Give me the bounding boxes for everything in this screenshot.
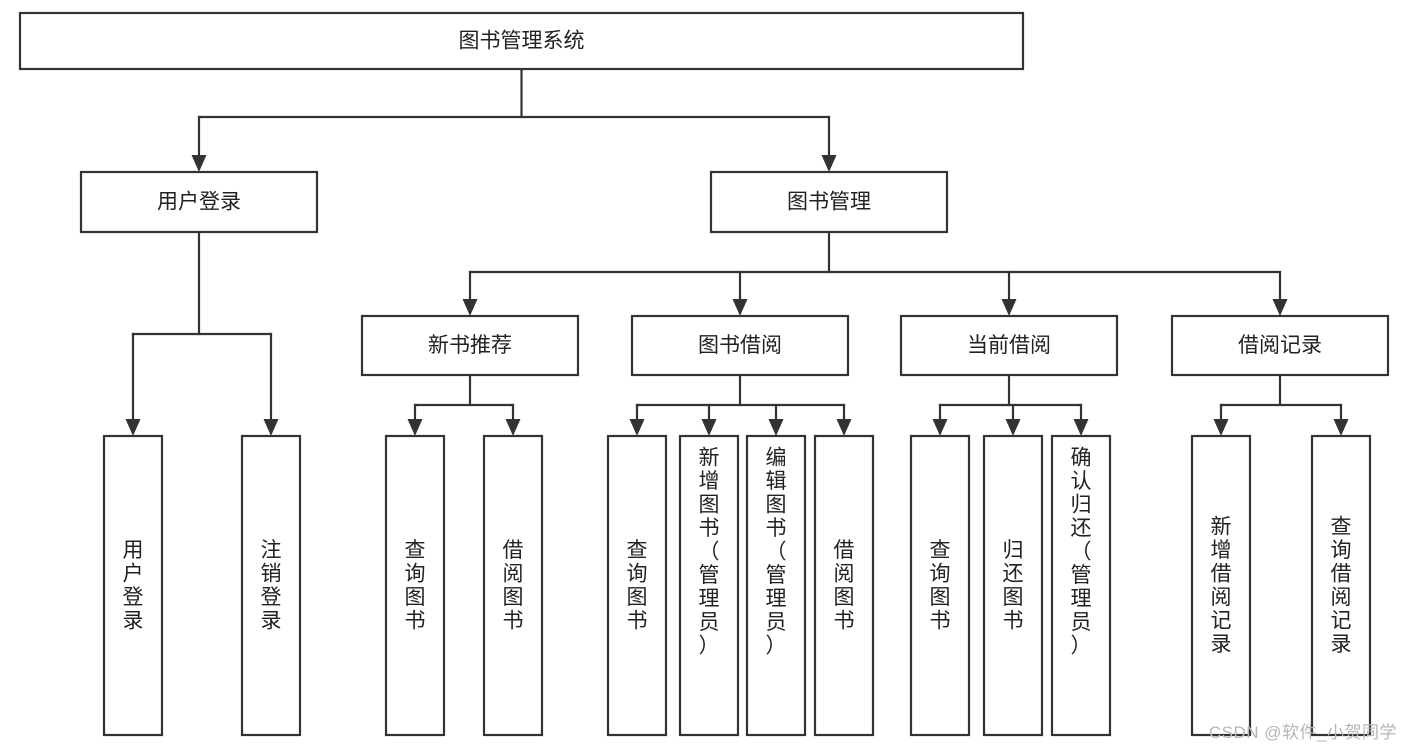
node-book-management[interactable]: 图书管理 [709,170,949,234]
node-leaf-logout[interactable]: 注销登录 [240,434,302,737]
node-book-borrow[interactable]: 图书借阅 [630,314,850,377]
node-box-leaf-return-book[interactable] [982,434,1044,737]
node-label-user-login: 用户登录 [157,191,241,214]
node-box-leaf-query-book-recommend[interactable] [384,434,446,737]
node-label-new-book-recommend: 新书推荐 [428,334,512,357]
arrow-head-leaf-query-book-recommend [407,419,423,436]
node-box-leaf-query-borrow-record[interactable] [1310,434,1372,737]
arrow-head-leaf-return-book [1005,419,1021,436]
node-leaf-query-borrow-record[interactable]: 查询借阅记录 [1310,434,1372,737]
node-box-borrow-records[interactable] [1170,314,1390,377]
node-box-leaf-query-book-current[interactable] [909,434,971,737]
node-label-leaf-add-book: 新增图书（管理员） [699,446,720,657]
arrow-head-leaf-query-book-current [932,419,948,436]
node-borrow-records[interactable]: 借阅记录 [1170,314,1390,377]
node-new-book-recommend[interactable]: 新书推荐 [360,314,580,377]
arrow-head-leaf-add-borrow-record [1213,419,1229,436]
arrow-head-book-management [821,155,837,172]
node-leaf-query-book-borrow[interactable]: 查询图书 [606,434,668,737]
node-box-root[interactable] [18,11,1025,71]
node-leaf-query-book-current[interactable]: 查询图书 [909,434,971,737]
node-label-leaf-query-borrow-record: 查询借阅记录 [1331,515,1352,656]
node-label-leaf-add-borrow-record: 新增借阅记录 [1211,515,1232,656]
arrow-head-leaf-edit-book [768,419,784,436]
node-leaf-query-book-recommend[interactable]: 查询图书 [384,434,446,737]
arrow-head-leaf-borrow-book [836,419,852,436]
node-box-user-login[interactable] [79,170,319,234]
arrow-head-current-borrow [1001,299,1017,316]
node-label-leaf-logout: 注销登录 [261,539,282,633]
arrow-head-borrow-records [1272,299,1288,316]
node-label-leaf-query-book-borrow: 查询图书 [627,539,648,633]
arrow-head-leaf-query-borrow-record [1333,419,1349,436]
node-label-leaf-borrow-book: 借阅图书 [834,539,855,633]
node-box-leaf-logout[interactable] [240,434,302,737]
node-box-leaf-user-login[interactable] [102,434,164,737]
arrow-head-leaf-add-book [701,419,717,436]
node-label-leaf-confirm-return: 确认归还（管理员） [1071,446,1092,657]
node-label-leaf-query-book-current: 查询图书 [930,539,951,633]
node-box-book-management[interactable] [709,170,949,234]
node-leaf-add-book[interactable]: 新增图书（管理员） [678,434,740,737]
arrow-head-leaf-borrow-book-recommend [505,419,521,436]
arrow-head-leaf-user-login [125,419,141,436]
nodes-layer: 图书管理系统用户登录图书管理新书推荐图书借阅当前借阅借阅记录用户登录注销登录查询… [18,11,1390,737]
node-leaf-edit-book[interactable]: 编辑图书（管理员） [745,434,807,737]
connectors-layer [125,67,1349,436]
arrow-head-new-book-recommend [462,299,478,316]
arrow-head-leaf-query-book-borrow [629,419,645,436]
node-label-leaf-borrow-book-recommend: 借阅图书 [503,539,524,633]
node-label-book-borrow: 图书借阅 [698,334,782,357]
node-label-borrow-records: 借阅记录 [1238,334,1322,357]
node-label-book-management: 图书管理 [787,191,871,214]
node-label-leaf-query-book-recommend: 查询图书 [405,539,426,633]
node-leaf-return-book[interactable]: 归还图书 [982,434,1044,737]
node-label-leaf-user-login: 用户登录 [123,539,144,633]
arrow-head-user-login [191,155,207,172]
node-leaf-confirm-return[interactable]: 确认归还（管理员） [1050,434,1112,737]
node-box-new-book-recommend[interactable] [360,314,580,377]
arrow-head-leaf-confirm-return [1073,419,1089,436]
node-label-leaf-return-book: 归还图书 [1003,539,1024,633]
node-box-book-borrow[interactable] [630,314,850,377]
node-box-leaf-edit-book[interactable] [745,434,807,737]
node-box-leaf-confirm-return[interactable] [1050,434,1112,737]
watermark-text: CSDN @软件_小贺同学 [1208,723,1397,742]
node-label-root: 图书管理系统 [459,30,585,53]
node-user-login[interactable]: 用户登录 [79,170,319,234]
node-leaf-borrow-book[interactable]: 借阅图书 [813,434,875,737]
node-leaf-user-login[interactable]: 用户登录 [102,434,164,737]
node-box-leaf-add-book[interactable] [678,434,740,737]
node-leaf-add-borrow-record[interactable]: 新增借阅记录 [1190,434,1252,737]
node-label-current-borrow: 当前借阅 [967,334,1051,357]
node-box-leaf-query-book-borrow[interactable] [606,434,668,737]
node-leaf-borrow-book-recommend[interactable]: 借阅图书 [482,434,544,737]
node-root[interactable]: 图书管理系统 [18,11,1025,71]
node-label-leaf-edit-book: 编辑图书（管理员） [766,446,787,657]
arrow-head-leaf-logout [263,419,279,436]
node-current-borrow[interactable]: 当前借阅 [899,314,1119,377]
arrow-head-book-borrow [732,299,748,316]
node-box-leaf-borrow-book-recommend[interactable] [482,434,544,737]
node-box-leaf-borrow-book[interactable] [813,434,875,737]
node-box-current-borrow[interactable] [899,314,1119,377]
node-box-leaf-add-borrow-record[interactable] [1190,434,1252,737]
